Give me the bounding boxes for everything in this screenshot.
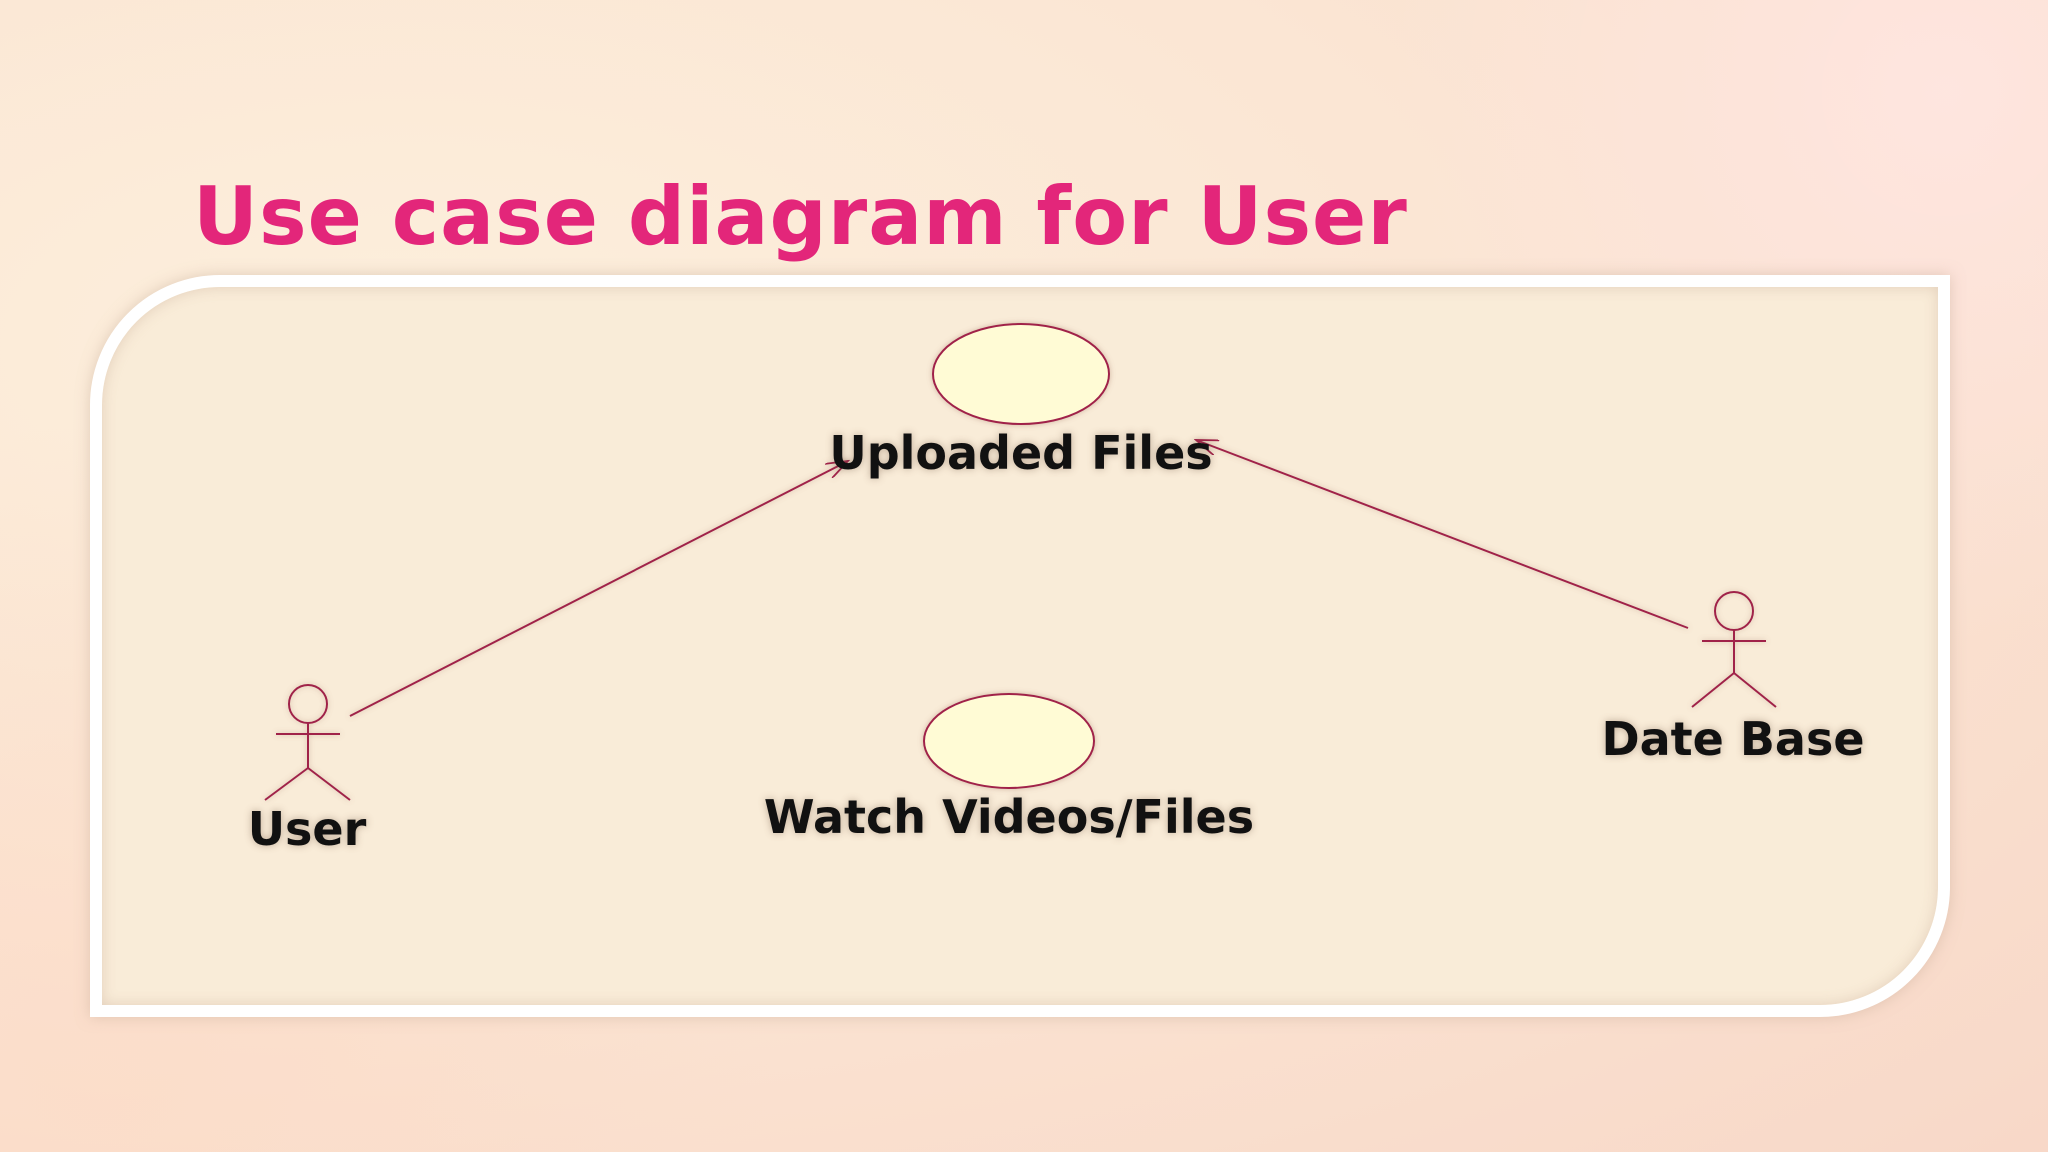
association-database-uploaded [1196, 440, 1689, 629]
use-case-watch-videos-label: Watch Videos/Files [763, 790, 1255, 844]
use-case-watch-videos [923, 693, 1095, 789]
database-actor-icon [1691, 591, 1777, 708]
database-actor-label: Date Base [1601, 712, 1865, 766]
user-actor-icon [264, 684, 351, 801]
diagram-frame [90, 275, 1950, 1017]
association-user-uploaded [349, 461, 848, 717]
slide-title: Use case diagram for User [193, 170, 1408, 263]
user-actor-label: User [247, 802, 367, 856]
use-case-uploaded-files [932, 323, 1110, 425]
use-case-uploaded-files-label: Uploaded Files [829, 426, 1213, 480]
